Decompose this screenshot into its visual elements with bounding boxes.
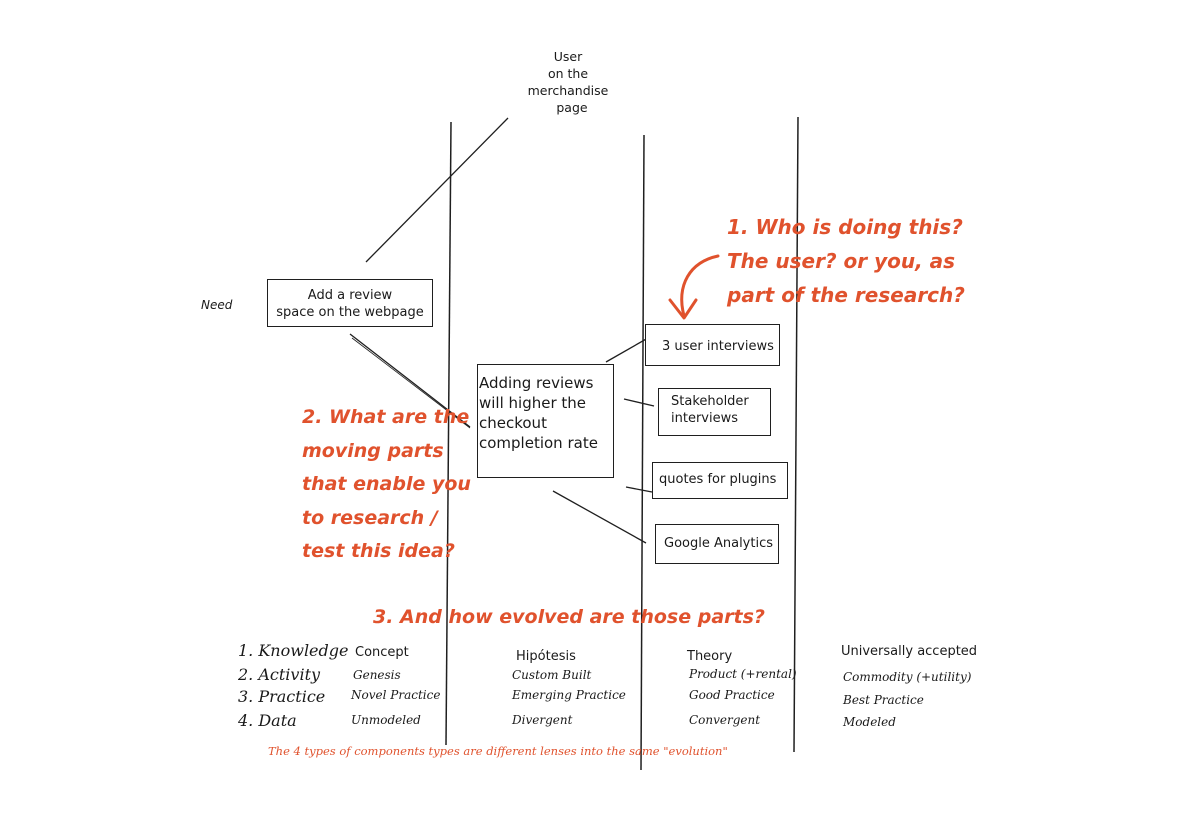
node-user-interviews: 3 user interviews xyxy=(645,324,780,366)
divider-2 xyxy=(640,134,645,771)
stage-4-practice: Best Practice xyxy=(843,693,924,707)
node-hypothesis: Adding reviews will higher the checkout … xyxy=(477,364,614,478)
component-activity: 2. Activity xyxy=(238,665,321,684)
anchor-line: page xyxy=(556,100,588,115)
component-practice: 3. Practice xyxy=(238,687,326,706)
anchor-user: User on the merchandise page xyxy=(520,48,616,116)
stage-3-practice: Good Practice xyxy=(689,688,775,702)
link-need-to-hypothesis xyxy=(349,333,471,428)
question-line: test this idea? xyxy=(302,540,455,562)
stage-3-data: Convergent xyxy=(689,713,761,727)
question-line: moving parts xyxy=(302,439,444,462)
footnote: The 4 types of components types are diff… xyxy=(268,744,728,758)
anchor-line: User xyxy=(553,49,583,64)
node-text: Add a review xyxy=(307,288,393,303)
question-3: 3. And how evolved are those parts? xyxy=(373,606,765,628)
node-text: checkout xyxy=(479,414,547,432)
stage-2-data: Divergent xyxy=(512,713,573,727)
link-hyp-to-analytics xyxy=(552,490,647,544)
node-google-analytics: Google Analytics xyxy=(655,524,779,564)
anchor-line: merchandise xyxy=(527,83,609,98)
link-hyp-to-quotes xyxy=(625,486,653,493)
stage-1-knowledge: Concept xyxy=(355,645,409,660)
node-text: quotes for plugins xyxy=(659,472,777,487)
anchor-line: on the xyxy=(547,66,589,81)
stage-4-data: Modeled xyxy=(843,715,896,729)
link-need-to-hypothesis-2 xyxy=(351,337,471,429)
red-arrow-icon xyxy=(680,254,720,318)
stage-3-knowledge: Theory xyxy=(687,649,733,664)
stage-2-practice: Emerging Practice xyxy=(512,688,626,702)
divider-3 xyxy=(793,116,799,753)
question-1: 1. Who is doing this? The user? or you, … xyxy=(727,210,965,312)
link-hyp-to-interviews xyxy=(605,337,649,363)
component-knowledge: 1. Knowledge xyxy=(238,641,349,660)
node-text: will higher the xyxy=(479,394,587,412)
stage-2-activity: Custom Built xyxy=(512,668,592,682)
stage-2-knowledge: Hipótesis xyxy=(516,649,576,664)
component-data: 4. Data xyxy=(238,711,297,730)
question-2: 2. What are the moving parts that enable… xyxy=(302,401,471,569)
stage-1-data: Unmodeled xyxy=(351,713,421,727)
stage-4-activity: Commodity (+utility) xyxy=(843,670,972,684)
node-text: Google Analytics xyxy=(664,536,774,551)
question-line: 2. What are the xyxy=(302,406,470,428)
node-quotes-plugins: quotes for plugins xyxy=(652,462,788,499)
need-label: Need xyxy=(201,298,233,312)
node-text: completion rate xyxy=(479,434,598,452)
node-text: Stakeholder xyxy=(671,394,749,409)
link-hyp-to-stakeholder xyxy=(623,398,655,407)
stage-1-activity: Genesis xyxy=(353,668,401,682)
stage-4-knowledge: Universally accepted xyxy=(841,644,978,659)
question-line: to research / xyxy=(302,506,438,529)
question-line: 1. Who is doing this? xyxy=(727,215,963,239)
question-line: The user? or you, as xyxy=(727,249,956,273)
link-user-to-need xyxy=(365,117,509,263)
node-text: space on the webpage xyxy=(276,305,424,320)
node-text: interviews xyxy=(671,411,738,426)
question-line: that enable you xyxy=(302,473,471,495)
stage-3-activity: Product (+rental) xyxy=(689,667,797,681)
stage-1-practice: Novel Practice xyxy=(351,688,441,702)
node-add-review: Add a review space on the webpage xyxy=(267,279,433,327)
question-line: part of the research? xyxy=(727,283,965,307)
node-text: 3 user interviews xyxy=(662,339,774,354)
divider-1 xyxy=(445,121,452,746)
node-stakeholder-interviews: Stakeholder interviews xyxy=(658,388,771,436)
node-text: Adding reviews xyxy=(479,374,594,392)
